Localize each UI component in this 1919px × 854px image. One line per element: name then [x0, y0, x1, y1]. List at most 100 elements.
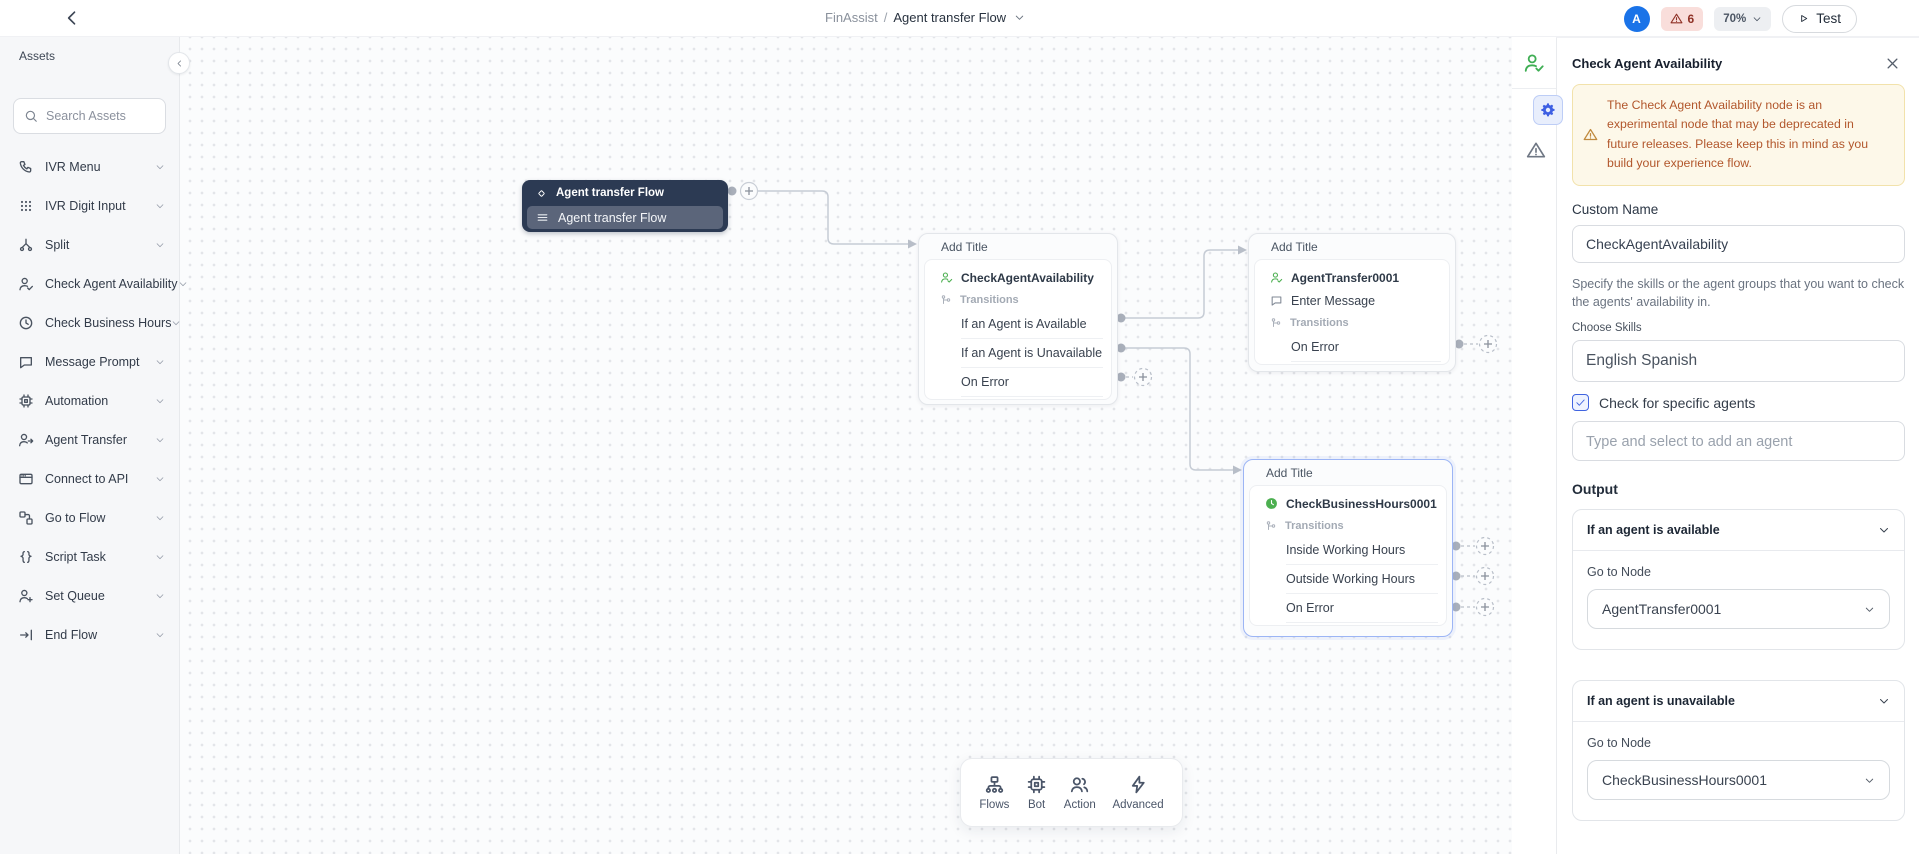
port-inside-hours[interactable] — [1451, 541, 1461, 551]
sidebar-asset-item[interactable]: End Flow — [0, 615, 179, 654]
node-check-agent-availability[interactable]: Add Title CheckAgentAvailability Transit… — [918, 233, 1118, 405]
node-title[interactable]: Add Title — [1266, 465, 1313, 480]
toolbar-item[interactable]: Action — [1064, 774, 1096, 811]
enter-message-label[interactable]: Enter Message — [1291, 293, 1376, 308]
check-icon — [1575, 397, 1586, 408]
transition-row[interactable]: If an Agent is Unavailable — [961, 339, 1103, 368]
chevron-down-icon[interactable] — [155, 396, 165, 406]
chevron-down-icon[interactable] — [155, 513, 165, 523]
sidebar-asset-item[interactable]: Connect to API — [0, 459, 179, 498]
start-node-flow-row[interactable]: Agent transfer Flow — [527, 206, 723, 229]
specific-agents-checkbox[interactable] — [1572, 394, 1589, 412]
goto-node-select[interactable]: AgentTransfer0001 — [1587, 589, 1890, 630]
breadcrumb-app[interactable]: FinAssist — [825, 10, 878, 25]
add-node-button[interactable] — [1475, 536, 1495, 556]
chevron-down-icon[interactable] — [155, 201, 165, 211]
zoom-level-dropdown[interactable]: 70% — [1714, 6, 1772, 31]
breadcrumb[interactable]: FinAssist / Agent transfer Flow — [825, 10, 1025, 25]
goto-node-value: AgentTransfer0001 — [1602, 601, 1722, 618]
port-hours-onerror[interactable] — [1451, 602, 1461, 612]
chevron-down-icon[interactable] — [155, 630, 165, 640]
node-agent-transfer[interactable]: Add Title AgentTransfer0001 Enter Messag… — [1248, 233, 1456, 372]
chevron-down-icon[interactable] — [1878, 695, 1890, 707]
add-node-button[interactable] — [1475, 597, 1495, 617]
choose-skills-label: Choose Skills — [1572, 322, 1642, 335]
sidebar-asset-item[interactable]: Split — [0, 225, 179, 264]
goto-node-select[interactable]: CheckBusinessHours0001 — [1587, 760, 1890, 801]
transition-row[interactable]: On Error — [1286, 594, 1438, 623]
chevron-down-icon — [1752, 14, 1762, 24]
agent-check-icon — [1270, 271, 1283, 284]
toolbar-item[interactable]: Bot — [1026, 774, 1047, 811]
assets-sidebar: Assets IVR Menu IVR Digit Input Split — [0, 37, 190, 854]
sidebar-asset-item[interactable]: Script Task — [0, 537, 179, 576]
chevron-down-icon[interactable] — [155, 474, 165, 484]
sidebar-asset-item[interactable]: Check Agent Availability — [0, 264, 186, 303]
warning-count-badge[interactable]: 6 — [1660, 6, 1704, 31]
custom-name-input[interactable] — [1572, 224, 1905, 263]
back-icon[interactable] — [62, 8, 82, 28]
sidebar-asset-item[interactable]: Automation — [0, 381, 179, 420]
sidebar-asset-item[interactable]: Agent Transfer — [0, 420, 179, 459]
chevron-down-icon[interactable] — [155, 591, 165, 601]
add-node-button[interactable] — [739, 181, 759, 201]
top-bar: FinAssist / Agent transfer Flow A 6 70% … — [0, 0, 1919, 37]
sidebar-asset-item[interactable]: IVR Menu — [0, 147, 179, 186]
sidebar-collapse-button[interactable] — [168, 52, 190, 74]
chevron-down-icon[interactable] — [171, 318, 181, 328]
agent-transfer-icon — [18, 432, 34, 448]
close-icon[interactable] — [1885, 56, 1900, 71]
transition-row[interactable]: On Error — [961, 368, 1103, 397]
chevron-down-icon[interactable] — [155, 240, 165, 250]
asset-item-label: Connect to API — [45, 471, 129, 486]
agent-search-input[interactable] — [1572, 421, 1905, 462]
sidebar-asset-item[interactable]: Go to Flow — [0, 498, 179, 537]
chevron-down-icon[interactable] — [155, 162, 165, 172]
port-onerror[interactable] — [1116, 372, 1126, 382]
node-title[interactable]: Add Title — [1271, 239, 1318, 254]
transition-row[interactable]: On Error — [1291, 333, 1441, 362]
bot-icon — [1026, 774, 1047, 795]
port-outside-hours[interactable] — [1451, 571, 1461, 581]
warnings-button[interactable] — [1526, 140, 1546, 160]
transition-row[interactable]: Outside Working Hours — [1286, 565, 1438, 594]
accordion-header[interactable]: If an agent is unavailable — [1573, 681, 1904, 723]
chevron-down-icon[interactable] — [155, 552, 165, 562]
transition-row[interactable]: Inside Working Hours — [1286, 536, 1438, 565]
sidebar-asset-item[interactable]: Set Queue — [0, 576, 179, 615]
port-transfer-onerror[interactable] — [1454, 339, 1464, 349]
port-unavailable[interactable] — [1116, 343, 1126, 353]
output-card-unavailable: If an agent is unavailable Go to Node Ch… — [1572, 680, 1905, 822]
add-node-button[interactable] — [1133, 367, 1153, 387]
sidebar-asset-item[interactable]: Message Prompt — [0, 342, 179, 381]
transition-row[interactable]: If an Agent is Available — [961, 310, 1103, 339]
settings-button[interactable] — [1533, 95, 1563, 125]
sidebar-asset-item[interactable]: Check Business Hours — [0, 303, 181, 342]
add-node-button[interactable] — [1475, 566, 1495, 586]
node-check-business-hours[interactable]: Add Title CheckBusinessHours0001 Transit… — [1243, 459, 1453, 637]
toolbar-item[interactable]: Flows — [979, 774, 1009, 811]
skills-select[interactable]: English Spanish — [1572, 340, 1905, 383]
avatar[interactable]: A — [1623, 5, 1650, 32]
node-title[interactable]: Add Title — [941, 239, 988, 254]
specific-agents-label: Check for specific agents — [1599, 394, 1756, 411]
flow-canvas[interactable]: Agent transfer Flow Agent transfer Flow … — [180, 37, 1556, 854]
search-input[interactable] — [46, 109, 155, 123]
sidebar-asset-item[interactable]: IVR Digit Input — [0, 186, 179, 225]
chevron-down-icon[interactable] — [1014, 12, 1025, 23]
chevron-down-icon[interactable] — [1878, 524, 1890, 536]
toolbar-item[interactable]: Advanced — [1112, 774, 1164, 811]
start-node[interactable]: Agent transfer Flow Agent transfer Flow — [522, 180, 728, 232]
port-start-out[interactable] — [727, 186, 737, 196]
chevron-down-icon[interactable] — [155, 435, 165, 445]
port-available[interactable] — [1116, 313, 1126, 323]
chevron-down-icon[interactable] — [155, 357, 165, 367]
test-button-label: Test — [1816, 11, 1841, 26]
agents-icon[interactable] — [1523, 52, 1545, 74]
test-button[interactable]: Test — [1782, 4, 1857, 33]
chevron-down-icon[interactable] — [178, 279, 188, 289]
specific-agents-option[interactable]: Check for specific agents — [1572, 394, 1905, 412]
search-icon — [24, 109, 38, 123]
accordion-header[interactable]: If an agent is available — [1573, 510, 1904, 552]
add-node-button[interactable] — [1478, 334, 1498, 354]
